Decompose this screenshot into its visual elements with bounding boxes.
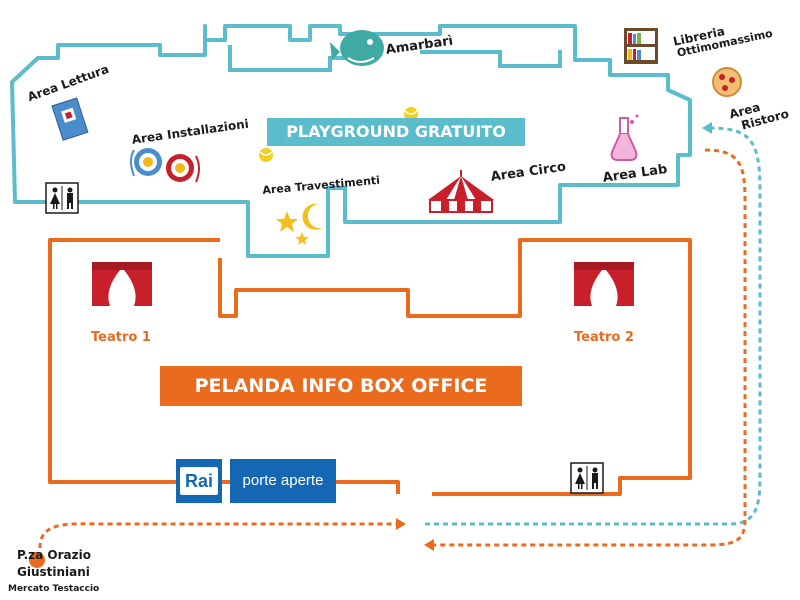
theatre-outline — [48, 238, 692, 496]
ball-icon — [404, 107, 418, 121]
circus-tent-icon — [428, 170, 494, 213]
theatre-curtain-icon — [574, 262, 634, 306]
bookshelf-icon — [624, 28, 658, 64]
teatro-2-label: Teatro 2 — [574, 330, 634, 345]
rai-logo: Rai — [176, 459, 222, 503]
location-line2: Giustiniani — [17, 565, 90, 579]
whale-icon — [330, 30, 384, 66]
orange-dotted-path-return — [432, 148, 747, 547]
restroom-icon — [45, 182, 79, 214]
arrow-left-orange-icon — [424, 539, 434, 551]
ball-icon — [259, 148, 273, 162]
restroom-icon — [570, 462, 604, 494]
pizza-icon — [712, 67, 742, 97]
arrow-right-icon — [396, 518, 406, 530]
location-line3: Mercato Testaccio — [8, 584, 100, 594]
book-icon — [51, 97, 89, 141]
teal-dotted-path — [425, 126, 762, 526]
location-line1: P.za Orazio — [17, 548, 91, 562]
teatro-1-label: Teatro 1 — [91, 330, 151, 345]
playground-inner-walls — [228, 45, 562, 72]
theatre-curtain-icon — [92, 262, 152, 306]
rai-logo-text: Rai — [180, 467, 218, 495]
info-box-office-banner: PELANDA INFO BOX OFFICE — [160, 366, 522, 406]
playground-banner: PLAYGROUND GRATUITO — [267, 118, 525, 146]
location-marker-icon — [29, 552, 45, 568]
flask-icon — [610, 114, 639, 161]
porte-aperte-label: porte aperte — [230, 459, 336, 503]
stars-moon-icon — [276, 203, 322, 245]
arrow-left-teal-icon — [702, 122, 712, 134]
playground-outline — [10, 24, 692, 258]
orange-dotted-path-start — [38, 522, 398, 549]
spiral-icon — [130, 148, 200, 183]
